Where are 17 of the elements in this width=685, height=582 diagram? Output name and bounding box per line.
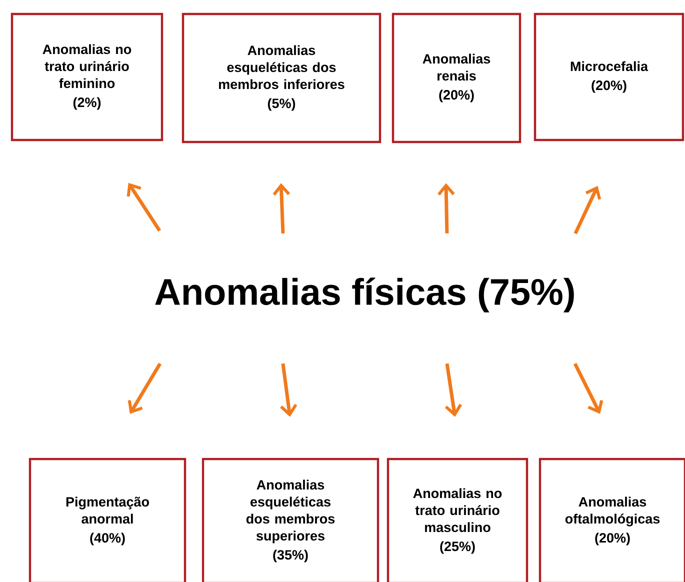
arrow (126, 182, 162, 232)
category-box: Anomalias no trato urinário feminino (2%) (10, 12, 164, 142)
category-box: Anomalias renais (20%) (392, 12, 522, 144)
category-box: Anomalias oftalmológicas (20%) (538, 458, 685, 582)
category-box: Anomalias esqueléticas dos membros superiores (35%) (202, 458, 380, 582)
arrow (574, 186, 602, 234)
arrow (444, 363, 462, 417)
category-box: Pigmentação anormal (40%) (28, 458, 186, 582)
arrow (128, 362, 162, 414)
arrow (438, 183, 455, 234)
category-box: Anomalias esqueléticas dos membros inferiores (5%) (182, 12, 382, 144)
arrow (573, 362, 604, 414)
category-box: Microcefalia (20%) (534, 12, 684, 142)
heading-text: Anomalias físicas (75%) (155, 278, 574, 312)
category-box: Anomalias no trato urinário masculino (25%) (386, 458, 528, 582)
arrow (272, 183, 290, 234)
arrow (280, 363, 298, 417)
